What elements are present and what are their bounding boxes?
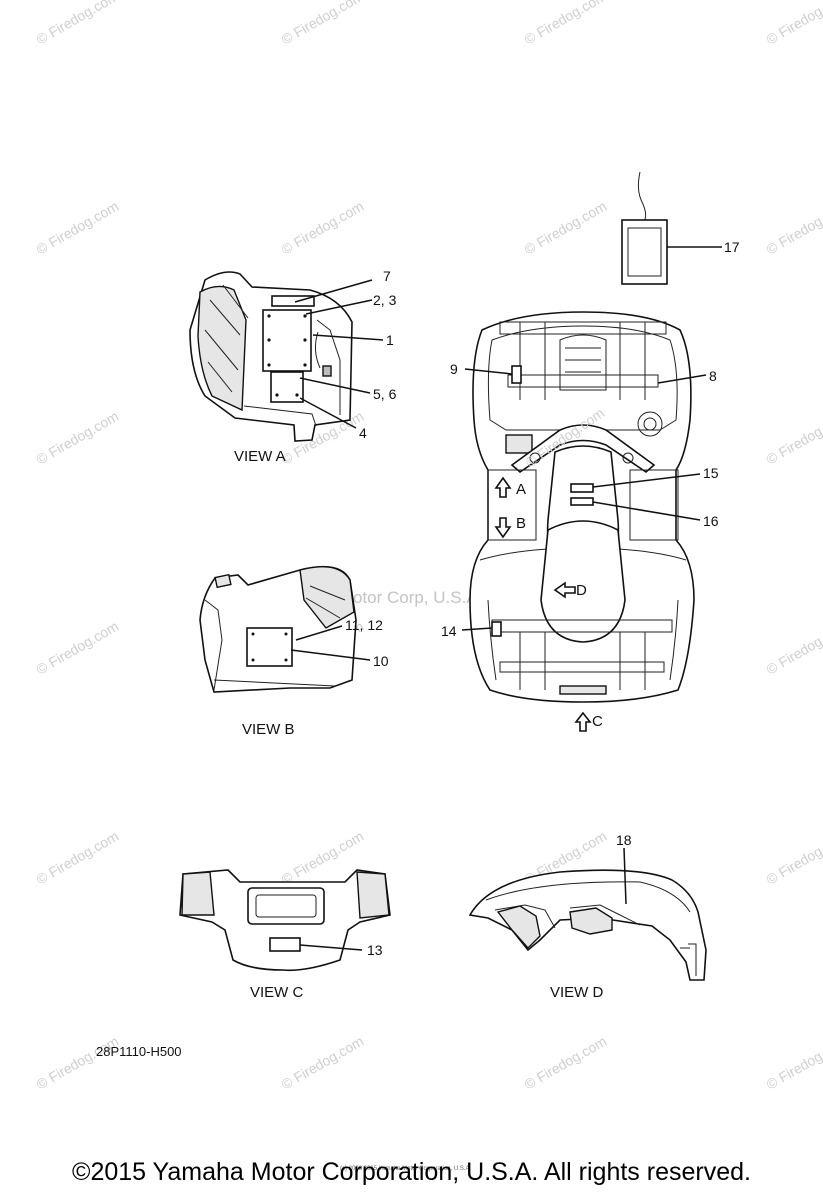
arrow-b-down-icon: [494, 517, 512, 539]
callout-17: 17: [724, 239, 740, 255]
arrow-c-letter: C: [592, 713, 603, 730]
label-5-6-shape: [322, 365, 332, 377]
hang-tag-drawing: [621, 171, 722, 285]
arrow-d-letter: D: [576, 582, 587, 599]
watermark: © Firedog.com: [279, 198, 367, 258]
view-c-label: VIEW C: [250, 984, 304, 1001]
watermark: © Firedog.com: [764, 0, 823, 48]
watermark: © Firedog.com: [34, 828, 122, 888]
label-10-shape: [246, 627, 293, 667]
callout-13: 13: [367, 942, 383, 958]
callout-1: 1: [386, 332, 394, 348]
label-13-shape: [269, 937, 301, 952]
view-a-drawing: [189, 271, 384, 442]
callout-7: 7: [383, 268, 391, 284]
arrow-c-up-icon: [574, 711, 592, 732]
callout-10: 10: [373, 653, 389, 669]
view-a-label: VIEW A: [234, 448, 286, 465]
watermark: © Firedog.com: [279, 1033, 367, 1093]
label-16-shape: [570, 497, 594, 506]
label-4-shape: [270, 371, 304, 403]
fine-print: (c) 2008 2015 Yamaha Motor Corporation, …: [340, 1166, 472, 1172]
callout-8: 8: [709, 368, 717, 384]
watermark: © Firedog.com: [34, 408, 122, 468]
callout-18: 18: [616, 832, 632, 848]
view-d-label: VIEW D: [550, 984, 604, 1001]
callout-2-3: 2, 3: [373, 292, 397, 308]
watermark: © Firedog.com: [764, 408, 823, 468]
arrow-a-letter: A: [516, 481, 526, 498]
watermark: © Firedog.com: [34, 0, 122, 48]
view-c-drawing: [179, 869, 391, 972]
callout-5-6: 5, 6: [373, 386, 397, 402]
watermark: © Firedog.com: [764, 618, 823, 678]
watermark-layer: © Firedog.com © Firedog.com © Firedog.co…: [34, 0, 823, 1093]
label-9-shape: [511, 365, 522, 384]
watermark: © Firedog.com: [522, 198, 610, 258]
watermark: © Firedog.com: [279, 0, 367, 48]
arrow-d-left-icon: [553, 581, 576, 599]
callout-9: 9: [450, 361, 458, 377]
watermark: © Firedog.com: [34, 618, 122, 678]
watermark: © Firedog.com: [34, 198, 122, 258]
callout-11-12: 11, 12: [345, 617, 383, 633]
watermark: © Firedog.com: [764, 1033, 823, 1093]
callout-4: 4: [359, 425, 367, 441]
label-7-shape: [271, 295, 315, 307]
view-d-drawing: [468, 847, 707, 981]
view-b-drawing: [199, 565, 371, 693]
callout-15: 15: [703, 465, 719, 481]
callout-14: 14: [441, 623, 457, 639]
arrow-a-up-icon: [494, 476, 512, 498]
watermark: © Firedog.com: [522, 0, 610, 48]
watermark: © Firedog.com: [764, 198, 823, 258]
watermark: © Firedog.com: [34, 1033, 122, 1093]
label-1-shape: [262, 309, 312, 372]
watermark: © Firedog.com: [764, 828, 823, 888]
view-b-label: VIEW B: [242, 721, 295, 738]
copyright-notice: ©2015 Yamaha Motor Corporation, U.S.A. A…: [72, 1158, 751, 1186]
label-14-shape: [491, 621, 502, 637]
watermark: © Firedog.com: [522, 1033, 610, 1093]
atv-top-view-drawing: [461, 311, 707, 732]
arrow-b-letter: B: [516, 515, 526, 532]
callout-16: 16: [703, 513, 719, 529]
label-15-shape: [570, 483, 594, 493]
part-code: 28P1110-H500: [96, 1044, 182, 1059]
